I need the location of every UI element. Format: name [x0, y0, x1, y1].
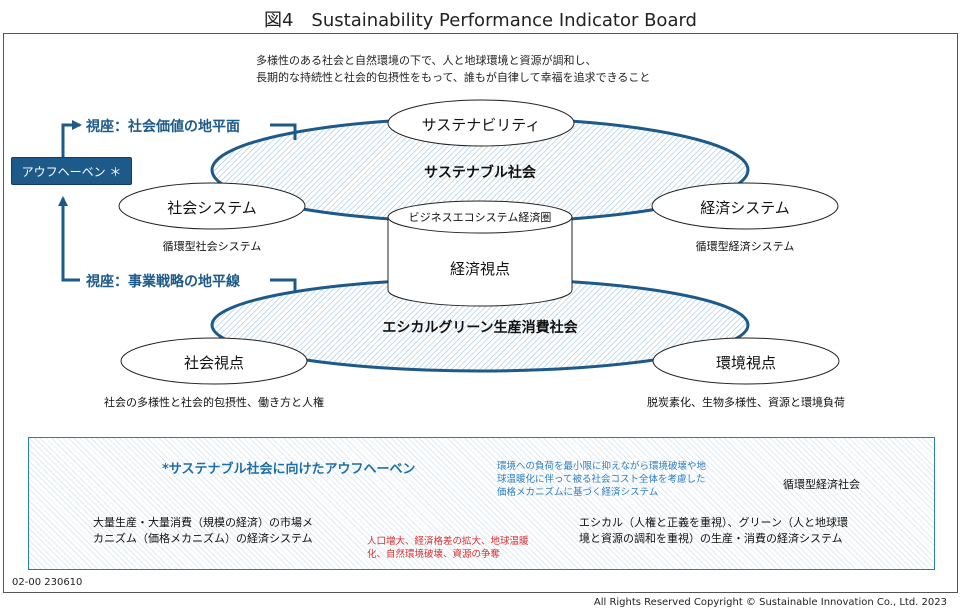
cylinder-top-label: ビジネスエコシステム経済圏: [408, 211, 552, 224]
blue-note-line-2: 球温暖化に伴って被る社会コスト全体を考慮した: [497, 474, 706, 485]
viewpoint-upper: 視座：社会価値の地平面: [86, 119, 240, 135]
social-viewpoint-sub: 社会の多様性と社会的包摂性、働き方と人権: [104, 396, 324, 409]
aufheben-box-title: *サステナブル社会に向けたアウフヘーベン: [162, 462, 416, 477]
economic-system-sub: 循環型経済システム: [695, 240, 795, 253]
copyright-notice: All Rights Reserved Copyright © Sustaina…: [593, 597, 947, 608]
environment-viewpoint-node: [652, 337, 840, 385]
aufheben-button[interactable]: アウフヘーベン ＊: [11, 157, 132, 185]
red-note-line-2: 化、自然環境破壊、資源の争奪: [367, 549, 501, 560]
economic-cylinder: [387, 200, 573, 307]
sustainability-node: [387, 99, 575, 147]
blue-note-line-1: 環境への負荷を最小限に抑えながら環境破壊や地: [497, 461, 707, 472]
economic-system-label: 経済システム: [700, 199, 790, 217]
social-system-node: [118, 182, 306, 230]
ethical-green-line-1: エシカル（人権と正義を重視）、グリーン（人と地球環: [579, 516, 848, 529]
sustainability-label: サステナビリティ: [421, 116, 541, 134]
blue-note-line-3: 価格メカニズムに基づく経済システム: [497, 487, 659, 498]
aufheben-explanation-box: [28, 437, 935, 570]
environment-viewpoint-label: 環境視点: [715, 354, 776, 372]
economic-system-node: [651, 182, 839, 230]
diagram-frame: [3, 33, 958, 593]
social-viewpoint-node: [120, 337, 308, 385]
intro-line-1: 多様性のある社会と自然環境の下で、人と地球環境と資源が調和し、: [256, 54, 597, 67]
viewpoint-lower: 視座：事業戦略の地平線: [86, 274, 240, 290]
intro-line-2: 長期的な持続性と社会的包摂性をもって、誰もが自律して幸福を追求できること: [256, 71, 651, 84]
ethical-green-society-label: エシカルグリーン生産消費社会: [382, 320, 578, 336]
document-code: 02-00 230610: [12, 577, 83, 588]
red-note-line-1: 人口増大、経済格差の拡大、地球温暖: [367, 536, 529, 547]
lower-viewpoint-connector: [58, 196, 297, 292]
mass-production-line-1: 大量生産・大量消費（規模の経済）の市場メ: [93, 516, 313, 529]
circular-economy-society-label: 循環型経済社会: [783, 478, 860, 491]
social-system-label: 社会システム: [167, 199, 257, 217]
social-viewpoint-label: 社会視点: [183, 354, 244, 372]
environment-viewpoint-sub: 脱炭素化、生物多様性、資源と環境負荷: [647, 396, 845, 409]
sustainable-society-label: サステナブル社会: [424, 165, 536, 181]
mass-production-line-2: カニズム（価格メカニズム）の経済システム: [93, 532, 313, 545]
upper-viewpoint-connector: [61, 120, 297, 157]
cylinder-body-label: 経済視点: [449, 260, 510, 278]
social-system-sub: 循環型社会システム: [162, 240, 262, 253]
page-title: 図4 Sustainability Performance Indicator …: [263, 10, 697, 31]
ethical-green-line-2: 境と資源の調和を重視）の生産・消費の経済システム: [579, 532, 843, 545]
